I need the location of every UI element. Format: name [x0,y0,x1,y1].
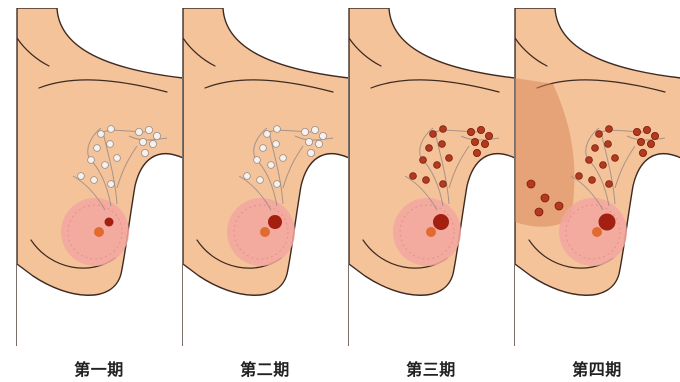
lymph-node [589,177,596,184]
axillary-node [141,149,148,156]
lymph-node [606,126,613,133]
lymph-node [426,145,433,152]
stage-2-label: 第二期 [182,356,348,380]
tumor [433,214,449,230]
lymph-node [260,145,267,152]
axillary-node [651,132,658,139]
lymph-node [576,173,583,180]
axillary-node [307,149,314,156]
axillary-node [639,149,646,156]
axillary-node [637,138,644,145]
stage-1-illustration [17,8,183,346]
stage-4-illustration [515,8,680,346]
lymph-node [108,181,115,188]
distant-node [527,180,535,188]
axillary-node [149,140,156,147]
lymph-node [94,145,101,152]
axillary-node [305,138,312,145]
lymph-node [280,155,287,162]
stage-4-label: 第四期 [514,356,680,380]
lymph-node [439,141,446,148]
lymph-node [410,173,417,180]
axillary-node [647,140,654,147]
lymph-node [257,177,264,184]
lymph-node [107,141,114,148]
axillary-node [471,138,478,145]
lymph-node [430,131,437,138]
lymph-node [592,145,599,152]
stage-2-panel [182,8,349,346]
axillary-node [643,126,650,133]
lymph-node [420,157,427,164]
lymph-node [108,126,115,133]
lymph-node [273,141,280,148]
lymph-node [91,177,98,184]
lymph-node [254,157,261,164]
lymph-node [244,173,251,180]
axillary-node [139,138,146,145]
axillary-node [311,126,318,133]
nipple [94,227,104,237]
axillary-node [301,128,308,135]
axillary-node [467,128,474,135]
lymph-node [264,131,271,138]
lymph-node [586,157,593,164]
axillary-node [145,126,152,133]
nipple [260,227,270,237]
lymph-node [596,131,603,138]
lymph-node [274,181,281,188]
axillary-node [315,140,322,147]
lymph-node [612,155,619,162]
stage-3-label: 第三期 [348,356,514,380]
stage-3-illustration [349,8,515,346]
lymph-node [268,162,275,169]
lymph-node [440,126,447,133]
stages-diagram [16,8,680,346]
lymph-node [600,162,607,169]
lymph-node [440,181,447,188]
nipple [592,227,602,237]
lymph-node [88,157,95,164]
stage-4-panel [514,8,680,346]
lymph-node [423,177,430,184]
axillary-node [153,132,160,139]
axillary-node [485,132,492,139]
lymph-node [605,141,612,148]
lymph-node [78,173,85,180]
distant-node [555,202,563,210]
nipple [426,227,436,237]
lymph-node [446,155,453,162]
axillary-node [319,132,326,139]
axillary-node [473,149,480,156]
distant-node [541,194,549,202]
stage-1-panel [16,8,183,346]
lymph-node [98,131,105,138]
tumor [105,218,114,227]
lymph-node [434,162,441,169]
axillary-node [481,140,488,147]
lymph-node [114,155,121,162]
tumor [268,215,282,229]
tumor [599,214,616,231]
stage-1-label: 第一期 [16,356,182,380]
lymph-node [606,181,613,188]
stage-2-illustration [183,8,349,346]
axillary-node [135,128,142,135]
stage-3-panel [348,8,515,346]
lymph-node [274,126,281,133]
axillary-node [633,128,640,135]
distant-node [535,208,543,216]
axillary-node [477,126,484,133]
lymph-node [102,162,109,169]
